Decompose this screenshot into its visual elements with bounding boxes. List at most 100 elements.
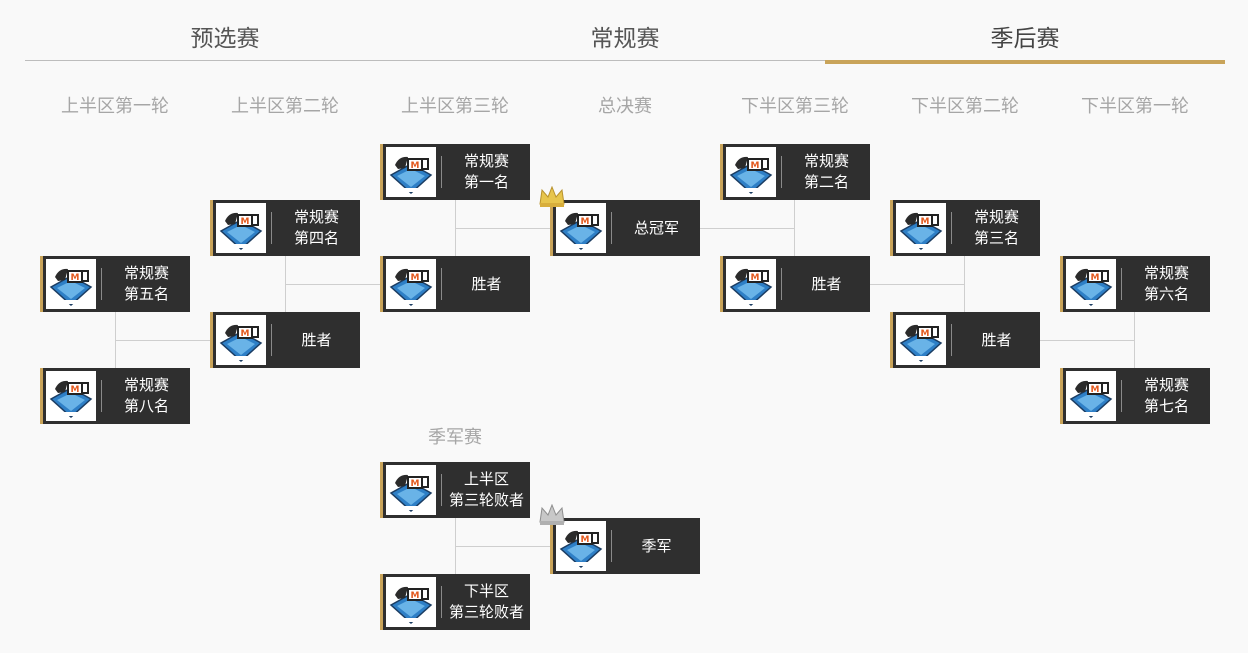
- 9ml-logo-icon: M: [896, 203, 946, 253]
- 9ml-logo-icon: M: [216, 203, 266, 253]
- third-place-title: 季军赛: [428, 427, 482, 448]
- connector-line: [870, 284, 964, 285]
- svg-text:M: M: [411, 273, 420, 283]
- bracket-slot-lower-r2-b[interactable]: M 胜者: [890, 312, 1040, 368]
- slot-label: 常规赛 第一名: [463, 152, 509, 191]
- card-divider: [611, 530, 612, 562]
- bracket-slot-upper-r1-b[interactable]: M 常规赛 第八名: [40, 368, 190, 424]
- bracket-slot-lower-r1-b[interactable]: M 常规赛 第七名: [1060, 368, 1210, 424]
- slot-label: 胜者: [811, 274, 842, 293]
- svg-text:M: M: [241, 329, 250, 339]
- connector-line: [794, 200, 795, 256]
- bracket-slot-lower-r3-b[interactable]: M 胜者: [720, 256, 870, 312]
- slot-label: 胜者: [301, 330, 332, 349]
- slot-label: 常规赛 第三名: [973, 208, 1019, 247]
- slot-label: 常规赛 第二名: [803, 152, 849, 191]
- svg-text:M: M: [1091, 273, 1100, 283]
- bracket-slot-upper-r3-b[interactable]: M 胜者: [380, 256, 530, 312]
- card-divider: [1121, 380, 1122, 412]
- slot-label: 上半区 第三轮败者: [448, 470, 524, 509]
- card-divider: [611, 212, 612, 244]
- bracket-slot-lower-r2-a[interactable]: M 常规赛 第三名: [890, 200, 1040, 256]
- connector-line: [285, 284, 380, 285]
- bracket-slot-upper-r2-a[interactable]: M 常规赛 第四名: [210, 200, 360, 256]
- svg-text:M: M: [581, 217, 590, 227]
- 9ml-logo-icon: M: [46, 259, 96, 309]
- slot-label: 下半区 第三轮败者: [448, 582, 524, 621]
- round-title-upper-r3: 上半区第三轮: [401, 96, 509, 117]
- stage-tabs: 预选赛 常规赛 季后赛: [25, 0, 1225, 64]
- bracket-slot-third-a[interactable]: M 上半区 第三轮败者: [380, 462, 530, 518]
- tab-divider: [25, 60, 1225, 61]
- bracket-slot-lower-r3-a[interactable]: M 常规赛 第二名: [720, 144, 870, 200]
- svg-text:M: M: [751, 161, 760, 171]
- svg-text:M: M: [921, 217, 930, 227]
- card-divider: [441, 268, 442, 300]
- svg-text:M: M: [411, 591, 420, 601]
- 9ml-logo-icon: M: [726, 259, 776, 309]
- 9ml-logo-icon: M: [556, 521, 606, 571]
- slot-label: 常规赛 第六名: [1143, 264, 1189, 303]
- 9ml-logo-icon: M: [1066, 259, 1116, 309]
- card-divider: [1121, 268, 1122, 300]
- connector-line: [115, 340, 210, 341]
- svg-text:M: M: [71, 385, 80, 395]
- card-divider: [951, 212, 952, 244]
- active-tab-indicator: [825, 60, 1225, 64]
- svg-text:M: M: [71, 273, 80, 283]
- connector-line: [455, 546, 550, 547]
- 9ml-logo-icon: M: [386, 465, 436, 515]
- connector-line: [455, 228, 550, 229]
- bracket-slot-upper-r2-b[interactable]: M 胜者: [210, 312, 360, 368]
- bracket-slot-third-place[interactable]: M 季军: [550, 518, 700, 574]
- bracket-slot-third-b[interactable]: M 下半区 第三轮败者: [380, 574, 530, 630]
- tab-playoffs[interactable]: 季后赛: [990, 26, 1060, 52]
- svg-text:M: M: [581, 535, 590, 545]
- card-divider: [101, 268, 102, 300]
- 9ml-logo-icon: M: [386, 577, 436, 627]
- bracket-slot-upper-r3-a[interactable]: M 常规赛 第一名: [380, 144, 530, 200]
- round-title-lower-r2: 下半区第二轮: [911, 96, 1019, 117]
- connector-line: [1134, 312, 1135, 368]
- 9ml-logo-icon: M: [1066, 371, 1116, 421]
- slot-label: 胜者: [471, 274, 502, 293]
- 9ml-logo-icon: M: [216, 315, 266, 365]
- svg-text:M: M: [921, 329, 930, 339]
- card-divider: [951, 324, 952, 356]
- svg-text:M: M: [1091, 385, 1100, 395]
- card-divider: [441, 156, 442, 188]
- round-title-lower-r3: 下半区第三轮: [741, 96, 849, 117]
- card-divider: [271, 212, 272, 244]
- bracket-slot-lower-r1-a[interactable]: M 常规赛 第六名: [1060, 256, 1210, 312]
- card-divider: [271, 324, 272, 356]
- silver-crown-icon: [539, 504, 565, 525]
- 9ml-logo-icon: M: [386, 147, 436, 197]
- 9ml-logo-icon: M: [556, 203, 606, 253]
- 9ml-logo-icon: M: [386, 259, 436, 309]
- card-divider: [441, 474, 442, 506]
- round-title-upper-r2: 上半区第二轮: [231, 96, 339, 117]
- slot-label: 胜者: [981, 330, 1012, 349]
- slot-label: 常规赛 第七名: [1143, 376, 1189, 415]
- card-divider: [441, 586, 442, 618]
- bracket-slot-final-champion[interactable]: M 总冠军: [550, 200, 700, 256]
- gold-crown-icon: [539, 186, 565, 207]
- 9ml-logo-icon: M: [896, 315, 946, 365]
- slot-label: 常规赛 第八名: [123, 376, 169, 415]
- 9ml-logo-icon: M: [726, 147, 776, 197]
- round-title-lower-r1: 下半区第一轮: [1081, 96, 1189, 117]
- card-divider: [101, 380, 102, 412]
- svg-text:M: M: [241, 217, 250, 227]
- slot-label: 常规赛 第五名: [123, 264, 169, 303]
- connector-line: [700, 228, 794, 229]
- round-title-final: 总决赛: [598, 96, 652, 117]
- slot-label: 总冠军: [633, 218, 679, 237]
- tab-regular-season[interactable]: 常规赛: [590, 26, 660, 52]
- card-divider: [781, 156, 782, 188]
- svg-text:M: M: [411, 161, 420, 171]
- bracket-slot-upper-r1-a[interactable]: M 常规赛 第五名: [40, 256, 190, 312]
- tab-preliminary[interactable]: 预选赛: [190, 26, 260, 52]
- slot-label: 季军: [641, 536, 672, 555]
- connector-line: [964, 256, 965, 312]
- svg-text:M: M: [411, 479, 420, 489]
